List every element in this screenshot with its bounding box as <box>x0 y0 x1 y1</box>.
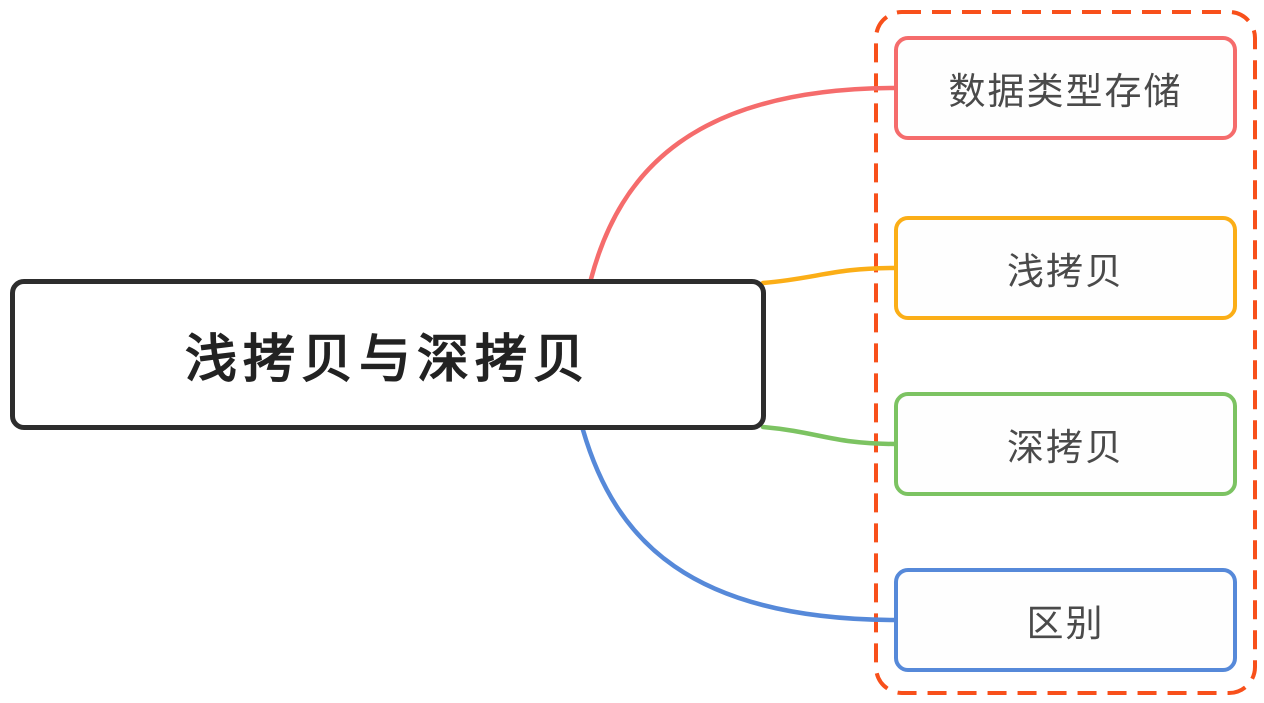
topic-node-difference[interactable]: 区别 <box>894 568 1237 672</box>
topic-label-difference: 区别 <box>1026 603 1105 644</box>
root-topic[interactable]: 浅拷贝与深拷贝 <box>10 279 766 430</box>
connector-difference <box>580 427 900 623</box>
topic-label-data-type-storage: 数据类型存储 <box>948 71 1183 112</box>
topic-node-deep-copy[interactable]: 深拷贝 <box>894 392 1237 496</box>
connector-shallow-copy <box>760 265 900 286</box>
connector-data-type-storage <box>588 85 900 282</box>
root-topic-label: 浅拷贝与深拷贝 <box>184 331 591 389</box>
connector-deep-copy <box>760 424 900 447</box>
topic-node-shallow-copy[interactable]: 浅拷贝 <box>894 216 1237 320</box>
group-boundary[interactable] <box>874 10 1257 695</box>
topic-label-shallow-copy: 浅拷贝 <box>1007 251 1124 292</box>
topic-node-data-type-storage[interactable]: 数据类型存储 <box>894 36 1237 140</box>
topic-label-deep-copy: 深拷贝 <box>1007 427 1124 468</box>
